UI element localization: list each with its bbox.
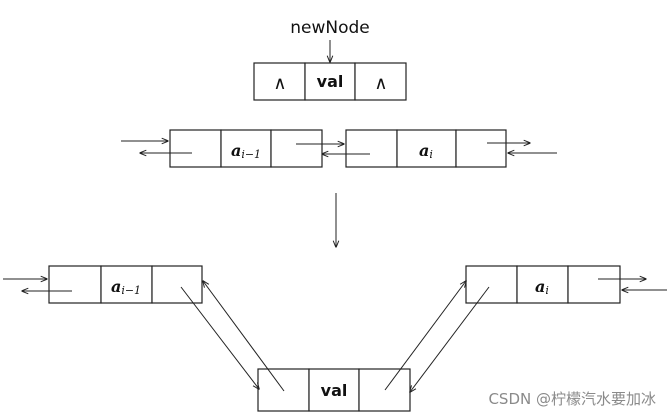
before-prev-node: ai−1 (169, 129, 323, 168)
after-inserted-node-value-cell (308, 368, 360, 412)
after-cur-node-label: ai (535, 277, 549, 297)
new-node-prev-null: ∧ (273, 73, 286, 94)
new-node-value-label: val (317, 72, 344, 91)
before-cur-node-sub: i (429, 148, 433, 161)
after-prev-node-var: a (111, 277, 121, 296)
after-cur-node-prev-cell (465, 265, 518, 304)
before-prev-node-next-cell (270, 129, 323, 168)
watermark-text: CSDN @柠檬汽水要加冰 (488, 390, 656, 408)
before-prev-node-var: a (231, 141, 241, 160)
after-cur-node-var: a (535, 277, 545, 296)
after-new-to-cur-next-arrow (384, 281, 466, 391)
before-cur-node-next-cell (455, 129, 507, 168)
after-prev-node-sub: i−1 (121, 284, 141, 297)
after-new-to-prev-prev-arrow (203, 281, 285, 392)
before-cur-node: ai (345, 129, 507, 168)
before-cur-node-prev-cell (345, 129, 398, 168)
new-node: ∧ val ∧ (253, 62, 407, 101)
new-node-next-null: ∧ (374, 73, 387, 94)
after-inserted-node-value-label: val (321, 381, 348, 400)
before-prev-node-label: ai−1 (231, 141, 261, 161)
after-cur-node: ai (465, 265, 621, 304)
before-prev-node-prev-cell (169, 129, 222, 168)
new-node-caption: newNode (290, 18, 370, 38)
new-node-value-cell (304, 62, 356, 101)
after-inserted-node: val (257, 368, 411, 412)
before-prev-node-sub: i−1 (241, 148, 261, 161)
after-cur-node-next-cell (567, 265, 621, 304)
before-cur-node-var: a (419, 141, 429, 160)
after-prev-node-label: ai−1 (111, 277, 141, 297)
after-prev-node: ai−1 (48, 265, 203, 304)
before-cur-node-label: ai (419, 141, 433, 161)
after-cur-to-new-prev-arrow (410, 286, 490, 392)
before-cur-node-data-cell (396, 129, 457, 168)
after-prev-node-data-cell (100, 265, 153, 304)
after-cur-node-sub: i (545, 284, 549, 297)
after-inserted-node-next-cell (358, 368, 411, 412)
after-prev-node-next-cell (151, 265, 203, 304)
after-prev-to-new-next-arrow (180, 286, 259, 389)
after-prev-node-prev-cell (48, 265, 102, 304)
new-node-next-cell (354, 62, 407, 101)
